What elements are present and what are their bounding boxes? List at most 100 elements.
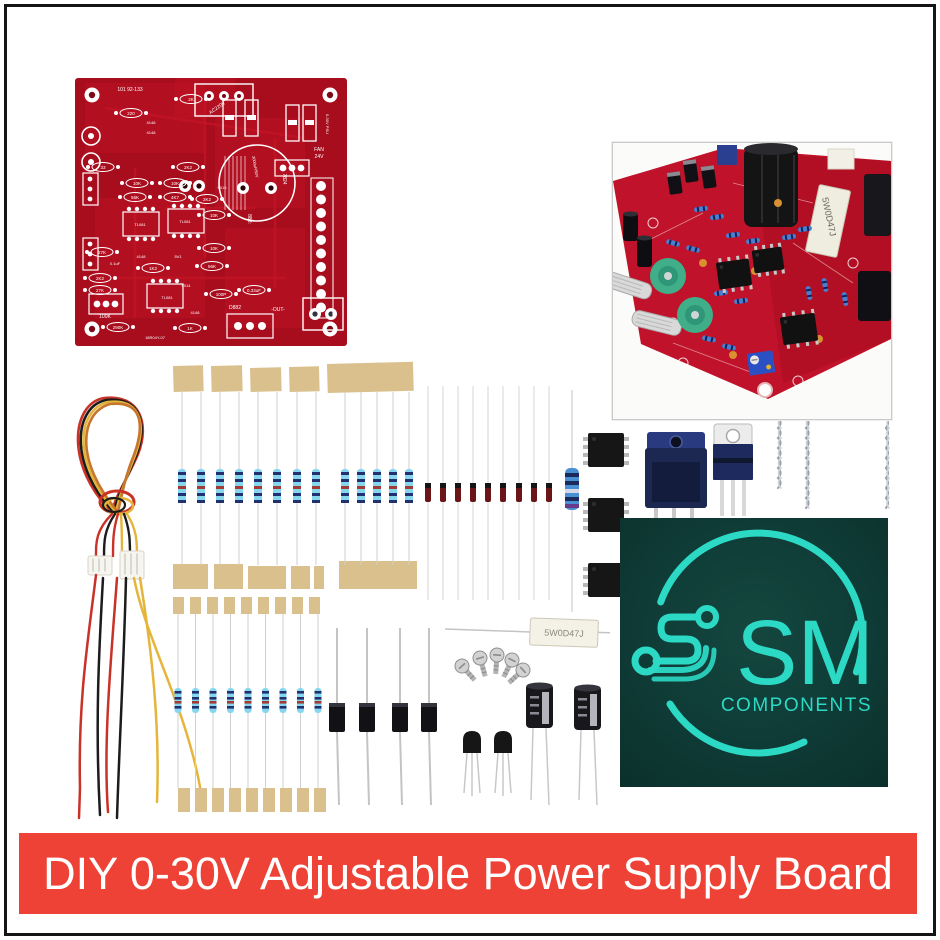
resistor-band bbox=[341, 500, 349, 503]
solder-pad bbox=[207, 94, 211, 98]
solder-pad bbox=[150, 236, 156, 242]
resistor-band bbox=[716, 290, 720, 297]
power-resistor-band bbox=[565, 473, 579, 477]
silk-label: 4148 bbox=[147, 130, 157, 135]
tape-tab bbox=[309, 597, 320, 614]
screw bbox=[507, 662, 531, 685]
diode bbox=[700, 165, 717, 189]
ic-pin bbox=[583, 518, 589, 522]
silk-label: 33 bbox=[100, 165, 106, 170]
solder-pad bbox=[258, 322, 266, 330]
resistor-silk: 0.33uF bbox=[237, 285, 271, 295]
resistor-band bbox=[728, 232, 732, 239]
screw bbox=[454, 658, 477, 682]
resistor-band bbox=[754, 237, 758, 244]
resistor-band bbox=[702, 205, 706, 212]
silk-label: 18R04Y-07 bbox=[145, 335, 166, 340]
solder-pad bbox=[93, 300, 101, 308]
diode-band bbox=[666, 171, 681, 178]
resistor-band bbox=[192, 706, 199, 709]
resistor-band bbox=[174, 697, 182, 700]
tape-tab bbox=[280, 788, 292, 812]
resistor-band bbox=[405, 479, 413, 482]
resistor-band bbox=[178, 486, 186, 489]
diode-lead bbox=[336, 731, 340, 806]
resistor-band bbox=[712, 214, 716, 221]
ic-pin bbox=[781, 268, 786, 274]
solder-pad bbox=[158, 308, 164, 314]
power-transistor bbox=[858, 271, 891, 321]
resistor-band bbox=[254, 472, 262, 475]
resistor-band bbox=[227, 701, 234, 704]
resistor-band bbox=[216, 500, 224, 503]
solder-pad bbox=[88, 159, 94, 165]
silk-label: 0-30V PSU bbox=[325, 114, 330, 134]
ic-pin bbox=[583, 461, 589, 465]
resistor-band bbox=[209, 691, 217, 694]
large-capacitor-top bbox=[744, 143, 798, 155]
silk-line bbox=[792, 242, 854, 284]
potentiometer bbox=[631, 297, 713, 336]
ic-pin bbox=[740, 285, 744, 291]
diode-band bbox=[470, 483, 476, 488]
resistor-band bbox=[197, 500, 205, 503]
capacitor-leg bbox=[593, 729, 598, 806]
dip8-ic bbox=[583, 433, 629, 467]
pcb-trace bbox=[95, 198, 205, 318]
resistor-band bbox=[297, 691, 304, 694]
pot-knurl bbox=[635, 321, 671, 331]
capacitor-marking bbox=[578, 714, 587, 717]
silk-label: 56K bbox=[131, 195, 139, 200]
tape-strip bbox=[291, 566, 310, 589]
tape-strip bbox=[211, 365, 243, 392]
resistor-band bbox=[314, 691, 322, 694]
trace-path bbox=[647, 645, 709, 673]
tape-tab bbox=[195, 788, 207, 812]
resistor-band bbox=[821, 280, 828, 284]
wire-loop bbox=[84, 402, 142, 514]
resistor-band bbox=[806, 294, 813, 298]
screw bbox=[489, 647, 505, 675]
tape-strip bbox=[327, 361, 414, 393]
power-transistor bbox=[864, 174, 891, 236]
screw-thread bbox=[512, 675, 517, 680]
resistor-band bbox=[373, 500, 381, 503]
resistor-band bbox=[734, 231, 738, 238]
wire-strand bbox=[138, 576, 159, 804]
wire-strand bbox=[77, 573, 98, 820]
ic-pin bbox=[731, 286, 735, 292]
ceramic-capacitor bbox=[699, 259, 707, 267]
resistor-band bbox=[178, 472, 186, 475]
resistor-band bbox=[244, 697, 252, 700]
mounting-hole bbox=[326, 325, 334, 333]
resistor-band bbox=[273, 472, 281, 475]
ic-pin bbox=[583, 567, 589, 571]
ic-body bbox=[779, 312, 819, 346]
resistor-band bbox=[262, 697, 269, 700]
resistor-band bbox=[254, 479, 262, 482]
transistor-outline bbox=[82, 237, 99, 271]
tape-tab bbox=[258, 597, 269, 614]
resistor bbox=[694, 205, 708, 213]
resistor-band bbox=[216, 493, 224, 496]
brand-subtitle: COMPONENTS bbox=[721, 695, 872, 716]
resistor-silk: 100P bbox=[204, 289, 238, 299]
resistor-band bbox=[297, 706, 304, 709]
resistor-band bbox=[357, 493, 365, 496]
to3p-transistor bbox=[645, 432, 707, 519]
tape-tab bbox=[190, 597, 201, 614]
tape-tab bbox=[275, 597, 286, 614]
resistor-lead bbox=[445, 628, 531, 633]
resistor-silk: 56K bbox=[118, 192, 152, 202]
capacitor-stripe bbox=[542, 692, 549, 724]
resistor-band bbox=[197, 493, 205, 496]
resistor-band bbox=[244, 701, 252, 704]
silk-label: TL081 bbox=[179, 219, 191, 224]
resistor-band bbox=[279, 706, 287, 709]
ic-pin bbox=[623, 453, 629, 457]
resistor-band bbox=[718, 213, 722, 220]
title-banner: DIY 0-30V Adjustable Power Supply Board bbox=[19, 833, 917, 914]
ic-pin bbox=[769, 243, 774, 250]
solder-pad bbox=[174, 308, 180, 314]
signal-diode-row bbox=[425, 386, 552, 600]
